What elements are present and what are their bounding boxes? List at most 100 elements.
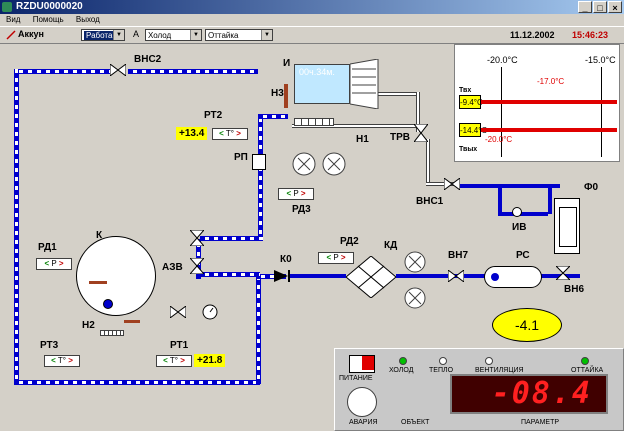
heater-h2 xyxy=(100,330,124,336)
tick-line-left xyxy=(501,67,502,157)
menu-bar: Вид Помощь Выход xyxy=(0,14,624,26)
pipe xyxy=(14,69,110,74)
setpoint-label: -17.0°C xyxy=(537,77,565,86)
minimize-button[interactable]: _ xyxy=(578,1,592,13)
rd2-sensor[interactable]: < P > xyxy=(318,252,354,264)
pipe xyxy=(200,236,263,241)
fan-icon xyxy=(404,287,426,309)
sight-glass-icon xyxy=(103,299,113,309)
led-vent xyxy=(485,357,493,365)
power-button[interactable] xyxy=(349,355,375,373)
label-n3: Н3 xyxy=(271,88,284,99)
valve-icon[interactable] xyxy=(414,124,428,142)
valve-icon[interactable] xyxy=(170,306,186,318)
title-bar: RZDU0000020 _ □ × xyxy=(0,0,624,14)
tick-line-right xyxy=(601,67,602,157)
label-f0: Ф0 xyxy=(584,182,599,193)
tick-left: -20.0°C xyxy=(487,55,518,65)
led-cold xyxy=(399,357,407,365)
label-rd1: РД1 xyxy=(38,242,57,253)
maximize-button[interactable]: □ xyxy=(593,1,607,13)
valve-icon[interactable] xyxy=(190,258,204,274)
rt1-value: +21.8 xyxy=(194,354,226,367)
pipe xyxy=(258,114,288,119)
menu-help[interactable]: Помощь xyxy=(32,15,64,24)
rt3-sensor[interactable]: < T° > xyxy=(44,355,80,367)
label-vn6: ВН6 xyxy=(564,284,585,295)
window-title: RZDU0000020 xyxy=(16,1,83,12)
indicator-cold-label: ХОЛОД xyxy=(389,367,414,374)
heater xyxy=(124,320,140,323)
valve-icon[interactable] xyxy=(556,266,570,280)
valve-icon[interactable] xyxy=(110,64,126,76)
tick-right: -15.0°C xyxy=(585,55,616,65)
pipe xyxy=(256,274,286,279)
menu-view[interactable]: Вид xyxy=(6,15,21,24)
rt2-value: +13.4 xyxy=(176,127,208,140)
rt1-sensor[interactable]: < T° > xyxy=(156,355,192,367)
label-iv: ИВ xyxy=(512,222,527,233)
filter xyxy=(554,198,580,254)
mode-select[interactable]: Работа ▼ xyxy=(81,29,125,41)
pipe xyxy=(460,184,560,188)
pipe xyxy=(290,274,346,278)
rd3-sensor[interactable]: < P > xyxy=(278,188,314,200)
label-vns1: ВНС1 xyxy=(416,196,444,207)
menu-exit[interactable]: Выход xyxy=(75,15,100,24)
chevron-down-icon: ▼ xyxy=(113,30,124,40)
rd1-sensor[interactable]: < P > xyxy=(36,258,72,270)
label-rp: РП xyxy=(234,152,248,163)
condenser-icon xyxy=(346,256,396,298)
time-display: 15:46:23 xyxy=(572,30,609,40)
t-in-bar xyxy=(481,100,617,104)
fan-icon xyxy=(322,152,346,176)
label-rt1: РТ1 xyxy=(170,340,189,351)
mode2-select[interactable]: Холод ▼ xyxy=(145,29,202,41)
pipe xyxy=(350,92,420,96)
mode3-select[interactable]: Оттайка ▼ xyxy=(205,29,273,41)
pipe xyxy=(498,184,502,214)
object-label: ОБЪЕКТ xyxy=(401,419,430,426)
label-i: И xyxy=(283,58,291,69)
evaporator: 00ч.34м. xyxy=(294,64,350,104)
chevron-down-icon: ▼ xyxy=(190,30,201,40)
pipe xyxy=(548,184,552,214)
valve-icon[interactable] xyxy=(444,178,460,190)
filter-element xyxy=(559,207,577,247)
mode-letter: А xyxy=(133,29,140,39)
alarm-button[interactable] xyxy=(347,387,377,417)
label-azv: АЗВ xyxy=(162,262,183,273)
param-label: ПАРАМЕТР xyxy=(521,419,560,426)
evaporator-display: 00ч.34м. xyxy=(299,67,335,77)
t-out-value: -14.4°C xyxy=(459,123,487,137)
valve-icon[interactable] xyxy=(190,230,204,246)
fan-icon xyxy=(292,152,316,176)
gauge-icon xyxy=(202,304,218,320)
valve-icon[interactable] xyxy=(448,270,464,282)
pressure-display: -4.1 xyxy=(492,308,562,342)
label-kd: КД xyxy=(384,240,398,251)
check-valve-icon xyxy=(274,270,290,282)
label-n1: Н1 xyxy=(356,134,369,145)
refrigeration-scheme: 00ч.34м. И Н3 Н1 ВНС2 ТРВ ВНС1 АЗВ ВН7 В… xyxy=(0,44,624,431)
label-trv: ТРВ xyxy=(390,132,410,143)
label-k0: К0 xyxy=(280,254,292,265)
compressor xyxy=(76,236,156,316)
label-rs: РС xyxy=(516,250,530,261)
pipe xyxy=(128,69,258,74)
fan-icon xyxy=(350,59,379,109)
sight-glass-icon xyxy=(512,207,522,217)
led-defrost xyxy=(581,357,589,365)
pipe xyxy=(258,114,263,154)
pipe xyxy=(426,182,460,186)
pipe xyxy=(256,274,261,384)
pressure-relay xyxy=(252,154,266,170)
power-indicator xyxy=(362,356,374,370)
close-button[interactable]: × xyxy=(608,1,622,13)
label-rt3: РТ3 xyxy=(40,340,59,351)
rt2-sensor[interactable]: < T° > xyxy=(212,128,248,140)
label-n2: Н2 xyxy=(82,320,95,331)
pipe xyxy=(200,272,260,277)
app-icon xyxy=(2,2,12,12)
fan-icon xyxy=(404,251,426,273)
